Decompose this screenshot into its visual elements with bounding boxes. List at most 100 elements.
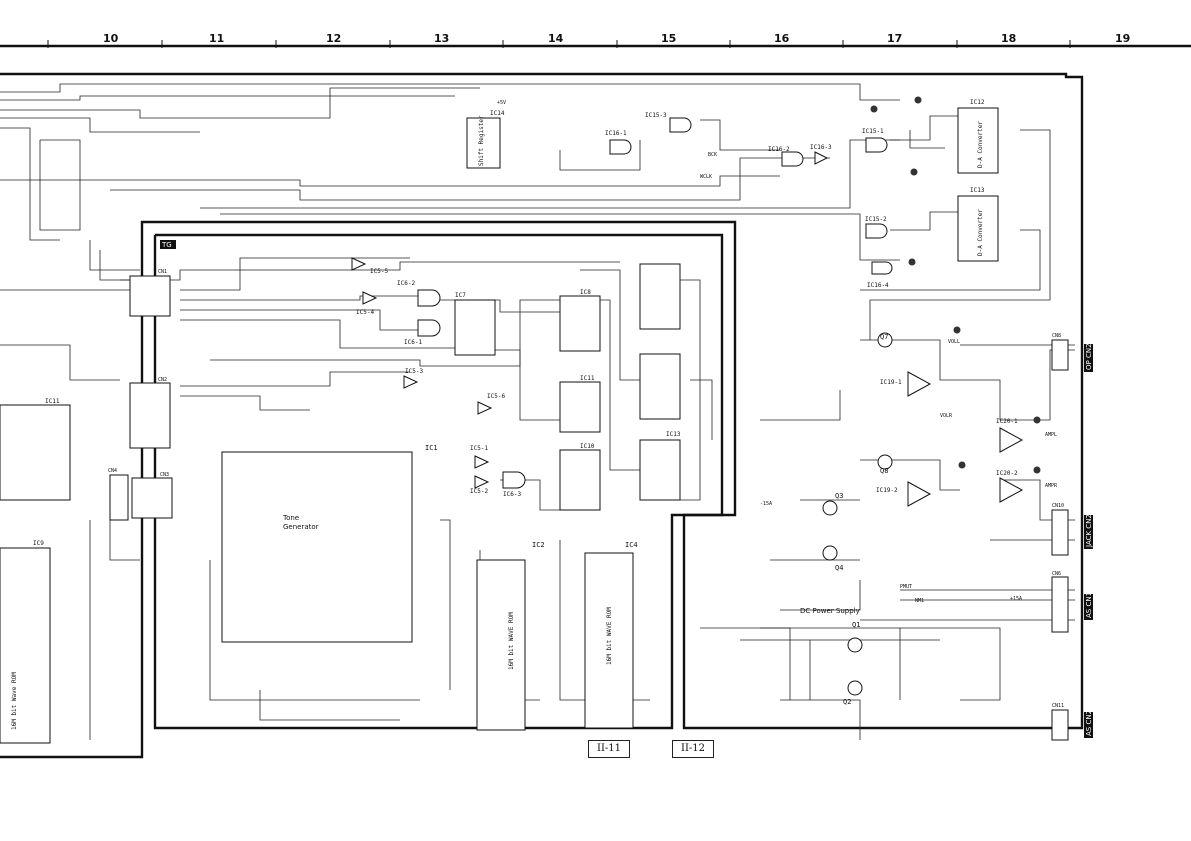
column-label: 17 bbox=[887, 32, 902, 45]
connector-cn6-ref: CN6 bbox=[1052, 571, 1061, 577]
side-tag: AS CN1 bbox=[1085, 592, 1093, 618]
net-label-neg: -15A bbox=[760, 501, 772, 507]
column-label: 11 bbox=[209, 32, 224, 45]
gate-label: IC5-6 bbox=[487, 393, 505, 400]
column-label: 12 bbox=[326, 32, 341, 45]
wave-rom-ic4-ref: IC4 bbox=[625, 541, 638, 549]
gate-label: IC16-3 bbox=[810, 144, 832, 151]
page-ref-right: II-12 bbox=[672, 740, 715, 758]
logic-gates bbox=[351, 117, 1024, 507]
column-ruler: 10 11 12 13 14 15 16 17 18 19 bbox=[0, 32, 1191, 48]
connector-cn3: CN3 bbox=[131, 472, 173, 519]
column-label: 13 bbox=[434, 32, 449, 45]
gate-label: IC15-3 bbox=[645, 112, 667, 119]
net-label-volr: VOLR bbox=[940, 413, 953, 419]
gate-label: IC5-2 bbox=[470, 488, 488, 495]
column-label: 15 bbox=[661, 32, 676, 45]
side-tag: OP CN2 bbox=[1085, 343, 1093, 370]
connector-cn2: CN2 bbox=[129, 377, 171, 449]
connector-cn6: CN6 bbox=[1051, 571, 1069, 633]
gate-label: IC19-1 bbox=[880, 379, 902, 386]
wave-rom-ic4-label: 16M bit WAVE ROM bbox=[606, 607, 613, 665]
net-label-bck: BCK bbox=[708, 152, 717, 158]
ic7-chip: IC7 bbox=[454, 292, 496, 356]
net-label-voll: VOLL bbox=[948, 339, 960, 345]
connector-cn3-ref: CN3 bbox=[160, 472, 169, 478]
gate-label: IC16-1 bbox=[605, 130, 627, 137]
tone-generator-ref: IC1 bbox=[425, 444, 438, 452]
ic11b-ref: IC11 bbox=[580, 375, 595, 382]
connector-cn4-ref: CN4 bbox=[108, 468, 117, 474]
shift-register-label: Shift Register bbox=[478, 115, 485, 166]
transistor-label: Q3 bbox=[835, 492, 843, 500]
transistor-label: Q8 bbox=[880, 467, 888, 475]
board-tag-label: TG bbox=[161, 241, 172, 249]
dac-ic12-ref: IC12 bbox=[970, 99, 985, 106]
ic8-ref: IC8 bbox=[580, 289, 591, 296]
ic7-ref: IC7 bbox=[455, 292, 466, 299]
transistor-label: Q2 bbox=[843, 698, 851, 706]
transistors: Q1 Q2 Q3 Q4 Q7 Q8 bbox=[822, 332, 893, 706]
tone-generator-line2: Generator bbox=[283, 523, 319, 531]
ic8-chip: IC8 bbox=[559, 289, 601, 352]
connector-cn8: CN8 bbox=[1051, 333, 1069, 371]
ic11b-chip: IC11 bbox=[559, 375, 601, 433]
column-label: 16 bbox=[774, 32, 790, 45]
transistor-label: Q1 bbox=[852, 621, 860, 629]
ic13b-ref: IC13 bbox=[666, 431, 681, 438]
ic10-chip: IC10 bbox=[559, 443, 601, 511]
connector-cn2-ref: CN2 bbox=[158, 377, 167, 383]
connector-cn4: CN4 bbox=[108, 468, 129, 521]
gate-label: IC20-2 bbox=[996, 470, 1018, 477]
gate-label: IC20-1 bbox=[996, 418, 1018, 425]
gate-label: IC16-4 bbox=[867, 282, 889, 289]
dac-ic12-label: D-A Converter bbox=[977, 121, 984, 168]
page-ref-left: II-11 bbox=[588, 740, 631, 758]
net-label-wclk: WCLK bbox=[700, 174, 712, 180]
ic13b-chip: IC13 bbox=[639, 263, 681, 501]
column-label: 14 bbox=[548, 32, 564, 45]
net-label-pos: +15A bbox=[1010, 596, 1022, 602]
tone-generator-ic1: IC1 Tone Generator bbox=[221, 444, 438, 643]
column-label: 18 bbox=[1001, 32, 1016, 45]
side-tag: AS CN2 bbox=[1085, 710, 1093, 736]
connector-cn1: CN1 bbox=[129, 269, 171, 317]
dc-power-label: DC Power Supply bbox=[800, 607, 860, 615]
net-label-ampl: AMPL bbox=[1045, 432, 1057, 438]
net-label-ampr: AMPR bbox=[1045, 483, 1058, 489]
dac-ic13-ref: IC13 bbox=[970, 187, 985, 194]
gate-label: IC5-4 bbox=[356, 309, 374, 316]
gate-label: IC16-2 bbox=[768, 146, 790, 153]
gate-label: IC6-3 bbox=[503, 491, 521, 498]
dac-ic13-label: D-A Converter bbox=[977, 209, 984, 256]
gate-label: IC5-3 bbox=[405, 368, 423, 375]
column-label: 19 bbox=[1115, 32, 1130, 45]
side-tag: JACK CN2 bbox=[1085, 514, 1093, 548]
board-tag bbox=[160, 240, 176, 249]
gate-label: IC15-2 bbox=[865, 216, 887, 223]
shift-register-ic14: IC14 Shift Register bbox=[466, 110, 505, 169]
ic10-ref: IC10 bbox=[580, 443, 595, 450]
wave-rom-left: IC9 16M bit Wave ROM bbox=[0, 540, 51, 744]
wave-rom-left-label: 16M bit Wave ROM bbox=[11, 672, 18, 730]
gate-label: IC5-1 bbox=[470, 445, 488, 452]
column-label: 10 bbox=[103, 32, 119, 45]
ic11-ref: IC11 bbox=[45, 398, 60, 405]
net-label-nm1: NM1 bbox=[915, 598, 924, 604]
connector-cn11: CN11 bbox=[1051, 703, 1069, 741]
wave-rom-ic2-ref: IC2 bbox=[532, 541, 545, 549]
dc-power-supply: DC Power Supply bbox=[760, 607, 901, 700]
connector-cn11-ref: CN11 bbox=[1052, 703, 1064, 709]
connector-cn10: CN10 bbox=[1051, 503, 1069, 556]
wave-rom-left-ref: IC9 bbox=[33, 540, 44, 547]
transistor-label: Q7 bbox=[880, 333, 888, 341]
net-label-pmut: PMUT bbox=[900, 584, 912, 590]
transistor-label: Q4 bbox=[835, 564, 843, 572]
net-label-vdd: +5V bbox=[497, 100, 506, 106]
gate-label: IC6-1 bbox=[404, 339, 422, 346]
gate-label: IC6-2 bbox=[397, 280, 415, 287]
shift-register-ref: IC14 bbox=[490, 110, 505, 117]
wave-rom-ic4: IC4 16M bit WAVE ROM bbox=[584, 541, 638, 729]
gate-label: IC5-5 bbox=[370, 268, 388, 275]
